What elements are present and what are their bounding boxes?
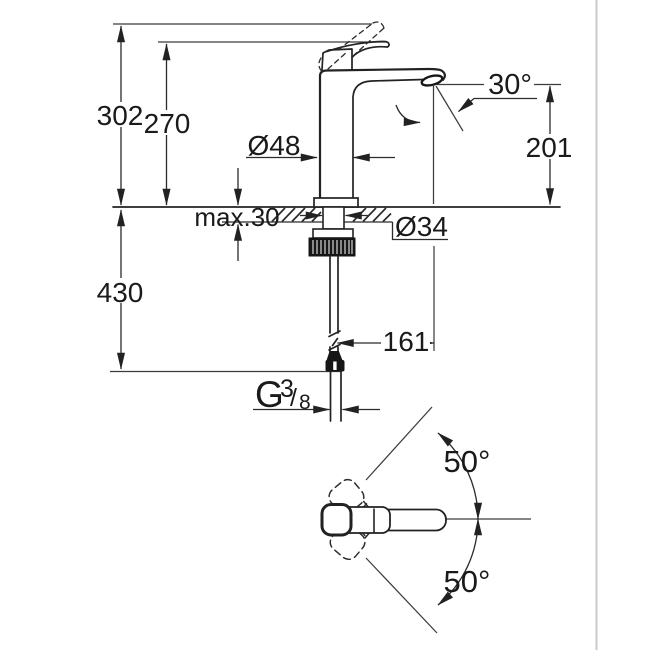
washer [312,228,354,239]
supply-pipe [328,255,341,353]
thread-numerator: 3 [280,375,294,403]
dim-text-below-deck: 430 [97,277,144,308]
dim-text-overall-height: 302 [97,100,144,131]
swivel-leg-upper [365,406,433,481]
dimension-text-backgrounds [97,102,573,354]
swivel-leg-lower [365,557,438,634]
thread-letter: G [255,374,284,415]
leader-30deg [457,97,537,113]
handle-raised-dashed [318,21,385,72]
stream-30deg-slant [435,85,464,132]
handle-cap-plan [320,503,353,537]
thread-denominator: 8 [299,391,311,414]
faucet-body-outline [318,67,446,207]
handle-plan-view: 50° 50° [320,406,531,634]
mounting-nut [308,237,356,257]
leader-d34 [391,222,448,241]
dim-text-body-diameter: Ø48 [248,130,301,161]
dim-text-swivel-lower: 50° [444,564,491,599]
handle-plan-solid [320,503,447,537]
dim-text-swivel-upper: 50° [444,444,491,479]
base-plate [313,197,359,208]
thread-slash: / [290,384,297,412]
dim-text-lever-height: 270 [144,108,191,139]
faucet-side-view [313,21,446,208]
dim-text-spout-height: 201 [526,132,573,163]
swivel-arc-upper [437,432,483,520]
swivel-arc-lower [437,518,483,606]
thread-label-g38: G 3 / 8 [255,374,311,415]
mounting-assembly [308,206,356,422]
stream-adjust-arrow [395,104,421,127]
handle-lever-side [326,40,390,59]
dim-text-hole-diameter: Ø34 [395,211,448,242]
dim-text-spout-angle: 30° [488,69,532,101]
aerator-outlet [420,74,444,87]
dim-text-spout-projection: 161 [383,326,430,357]
threaded-shank [322,206,345,230]
dim-text-deck-thickness: max.30 [194,202,279,232]
connection-hose-end [329,370,342,422]
faucet-inner-outline [352,78,424,208]
g38-connector [325,351,345,372]
